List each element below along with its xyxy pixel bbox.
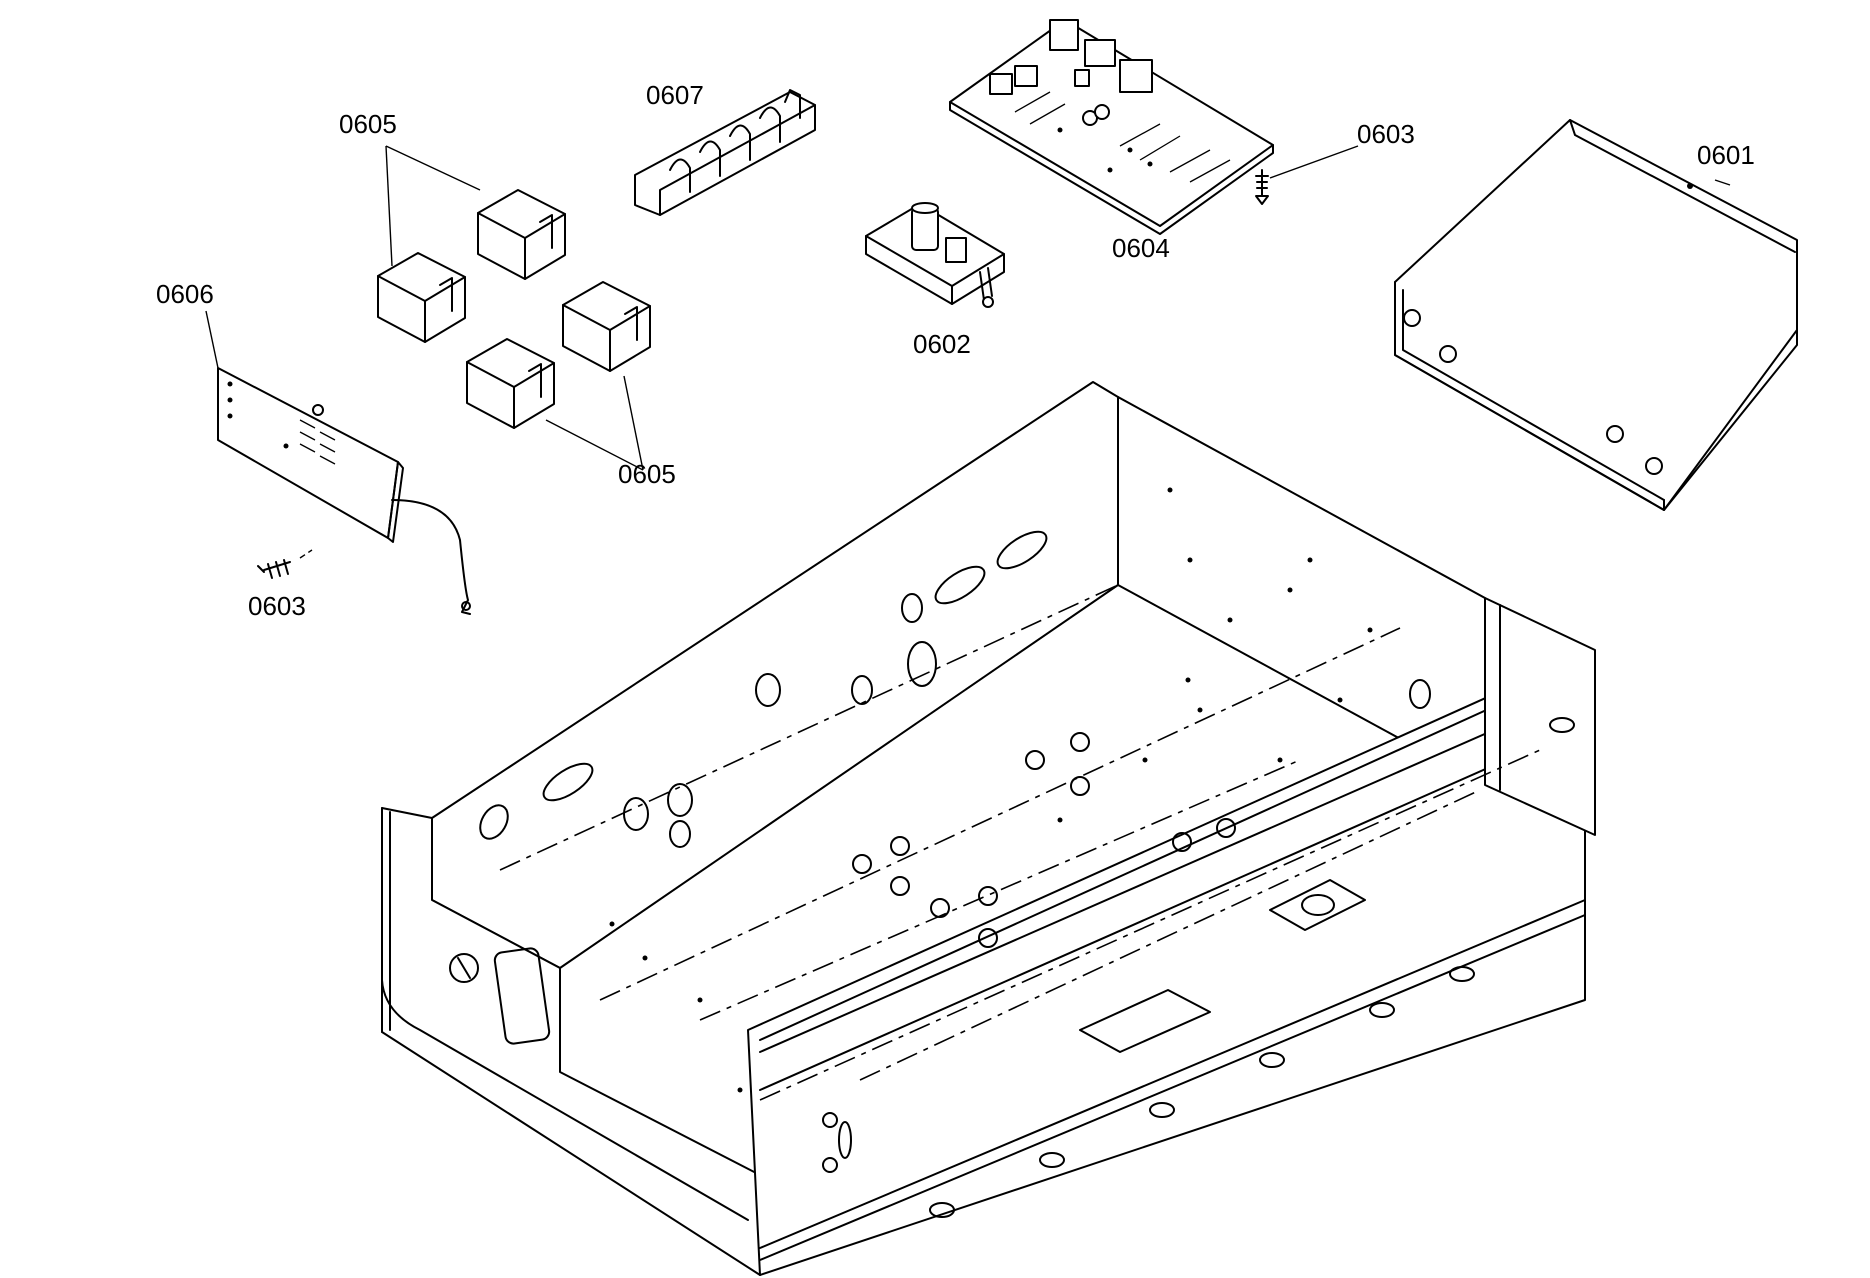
part-0605-relay-1 xyxy=(477,189,566,280)
part-0604-control-board xyxy=(949,19,1274,235)
part-0603-screw-right xyxy=(1255,169,1269,205)
part-0607-bracket-strip xyxy=(634,89,816,216)
label-0604: 0604 xyxy=(1112,233,1170,263)
part-0601-cover-panel xyxy=(1394,119,1798,511)
part-0605-relay-3 xyxy=(562,281,651,372)
label-0601: 0601 xyxy=(1697,140,1755,170)
label-0602: 0602 xyxy=(913,329,971,359)
part-0605-relay-4 xyxy=(466,338,555,429)
part-0602-capacitor-block xyxy=(865,202,1005,308)
part-0605-relay-2 xyxy=(377,252,466,343)
part-0606-display-board xyxy=(217,367,471,615)
part-labels: 0605 0607 0603 0601 0604 0606 0602 0605 … xyxy=(156,80,1755,621)
label-0605-bottom: 0605 xyxy=(618,459,676,489)
leader-lines xyxy=(205,145,1731,559)
label-0605-top: 0605 xyxy=(339,109,397,139)
label-0607: 0607 xyxy=(646,80,704,110)
part-0603-screw-left xyxy=(257,559,291,579)
label-0606: 0606 xyxy=(156,279,214,309)
label-0603-left: 0603 xyxy=(248,591,306,621)
chassis-housing xyxy=(381,381,1596,1276)
label-0603-right: 0603 xyxy=(1357,119,1415,149)
